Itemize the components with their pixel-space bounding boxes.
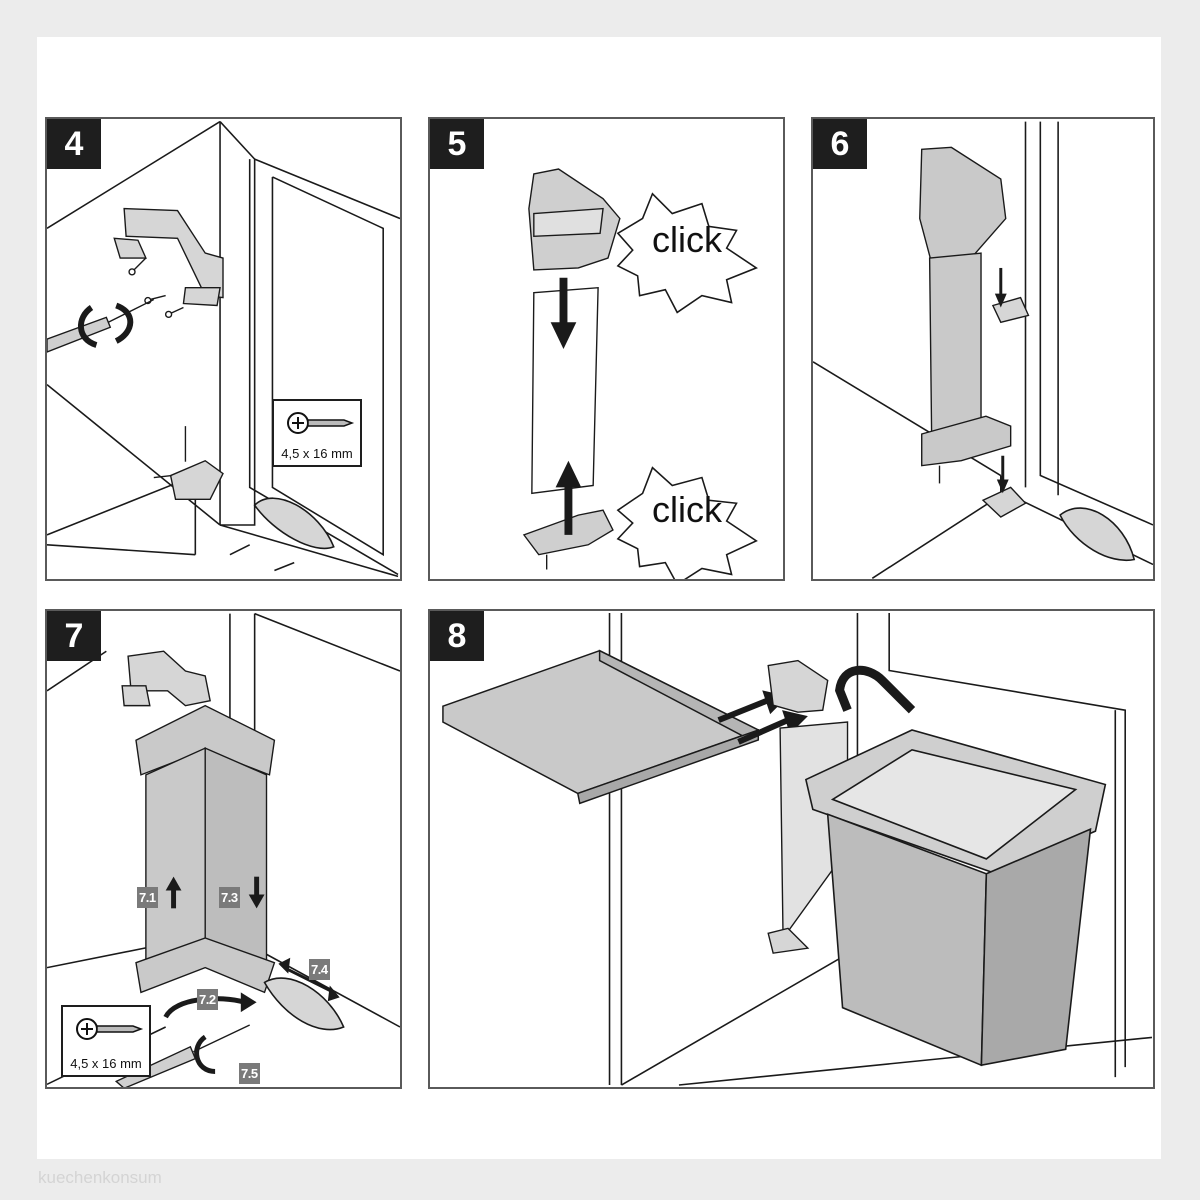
screw-icon (76, 1018, 144, 1040)
click-label-top: click (652, 219, 722, 260)
step-8-panel: 8 (428, 609, 1155, 1089)
step-7-panel: 7 7.1 7.3 7.2 7.4 7.5 4,5 x 16 mm (45, 609, 402, 1089)
instruction-sheet: 4 4,5 x 16 mm (37, 37, 1161, 1159)
step-6-illustration (813, 121, 1153, 579)
step-8-illustration (442, 612, 1153, 1086)
screw-size-box: 4,5 x 16 mm (272, 399, 362, 467)
sub-step-tag: 7.2 (197, 989, 218, 1010)
screw-icon (287, 412, 355, 434)
step-4-illustration (47, 120, 400, 578)
sub-step-tag: 7.5 (239, 1063, 260, 1084)
step-7-illustration (47, 612, 400, 1087)
step-6-panel: 6 (811, 117, 1155, 581)
screw-size-box: 4,5 x 16 mm (61, 1005, 151, 1077)
step-4-panel: 4 4,5 x 16 mm (45, 117, 402, 581)
screw-size-label: 4,5 x 16 mm (281, 446, 353, 461)
step-number-badge: 5 (430, 119, 484, 169)
screw-size-label: 4,5 x 16 mm (70, 1056, 142, 1071)
click-label-bottom: click (652, 489, 722, 530)
sub-step-tag: 7.3 (219, 887, 240, 908)
step-5-illustration (522, 168, 758, 579)
step-number-badge: 6 (813, 119, 867, 169)
watermark: kuechenkonsum (38, 1168, 162, 1187)
step-number-badge: 4 (47, 119, 101, 169)
step-5-panel: 5 click click (428, 117, 785, 581)
sub-step-tag: 7.4 (309, 959, 330, 980)
step-number-badge: 8 (430, 611, 484, 661)
sub-step-tag: 7.1 (137, 887, 158, 908)
step-number-badge: 7 (47, 611, 101, 661)
